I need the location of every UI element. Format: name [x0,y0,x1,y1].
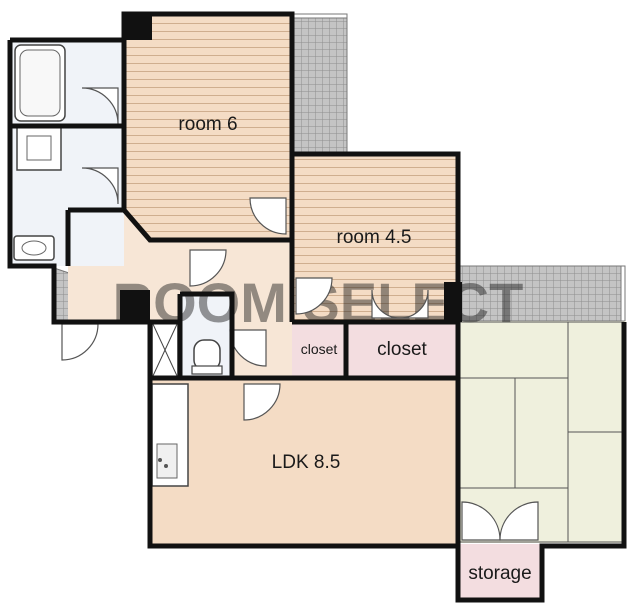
walls [7,11,627,603]
door-closet-left [371,289,401,319]
door-entrance [61,323,99,361]
kitchen-counter-icon [151,383,189,487]
closet-large-label: closet [377,339,427,360]
door-room6 [249,197,287,235]
bathtub-icon [14,44,66,122]
door-bath [81,87,119,125]
room-6-label: room 6 [178,114,237,135]
door-closet-right [399,289,429,319]
ldk-label: LDK 8.5 [272,452,341,473]
door-washroom [81,167,119,205]
storage-floor [458,544,542,600]
ldk-floor [152,378,458,544]
closet-small-floor [292,322,346,378]
door-ldk [243,383,281,421]
door-storage-right [499,501,539,541]
washing-machine-icon [16,125,62,171]
storage-label: storage [468,563,531,584]
balcony-top [291,13,348,155]
room-45-label: room 4.5 [337,227,412,248]
toilet-icon [191,339,223,375]
tatami-mats [459,321,625,543]
washbasin-icon [13,235,55,261]
door-room45 [295,277,333,315]
closet-large-floor [346,322,458,378]
wall-pillars [120,12,462,322]
balcony-right [459,265,626,322]
door-hall [189,249,227,287]
closet-small-label: closet [301,341,338,357]
